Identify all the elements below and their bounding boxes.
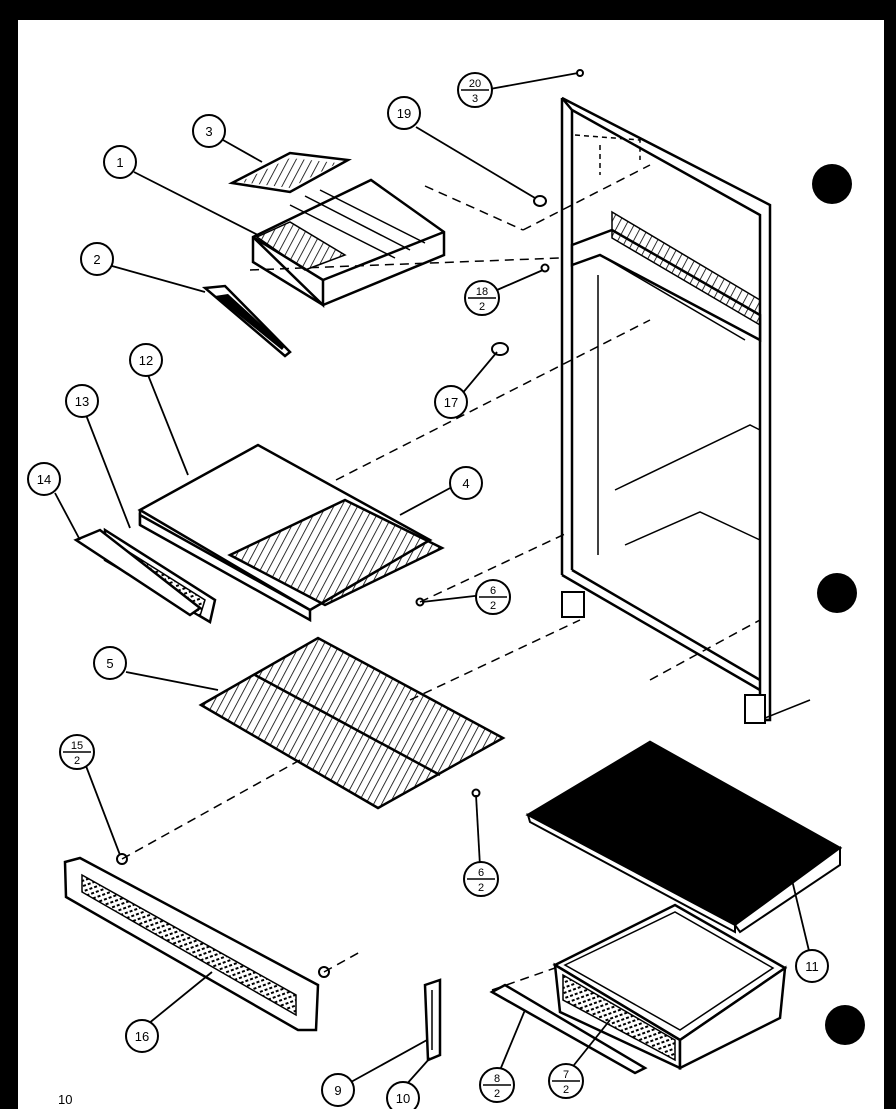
- svg-text:17: 17: [444, 395, 458, 410]
- fraction-callout-7-2: 7 2: [548, 1063, 584, 1099]
- svg-text:6: 6: [490, 585, 496, 597]
- svg-text:9: 9: [334, 1083, 341, 1098]
- fraction-callout-6-2-lower: 6 2: [463, 861, 499, 897]
- svg-text:13: 13: [75, 394, 89, 409]
- cabinet-liner: [560, 96, 811, 724]
- callout-19: 19: [387, 96, 421, 130]
- svg-text:1: 1: [116, 155, 123, 170]
- binder-hole-bottom: [825, 1005, 865, 1045]
- callout-9: 9: [321, 1073, 355, 1107]
- fraction-callout-6-2-upper: 6 2: [475, 579, 511, 615]
- svg-text:6: 6: [478, 867, 484, 879]
- svg-text:2: 2: [478, 882, 484, 894]
- callout-3: 3: [192, 114, 226, 148]
- callout-17: 17: [434, 385, 468, 419]
- screw-18: [540, 263, 550, 273]
- svg-text:14: 14: [37, 472, 51, 487]
- base-grille: [63, 856, 320, 1032]
- svg-text:2: 2: [93, 252, 100, 267]
- svg-text:11: 11: [805, 959, 819, 974]
- fraction-callout-18-2: 18 2: [464, 280, 500, 316]
- callout-2: 2: [80, 242, 114, 276]
- crisper-drawer: [489, 903, 788, 1075]
- plug-19: [533, 195, 547, 207]
- diagram-page: 1 2 3 4 5 9 10 11 12 13 14 16 17 19 20 3…: [18, 20, 884, 1109]
- svg-text:19: 19: [397, 106, 411, 121]
- svg-text:2: 2: [494, 1088, 500, 1100]
- callout-11: 11: [795, 949, 829, 983]
- fraction-callout-20-3: 20 3: [457, 72, 493, 108]
- callout-10: 10: [386, 1081, 420, 1109]
- svg-text:10: 10: [396, 1091, 410, 1106]
- svg-text:5: 5: [106, 656, 113, 671]
- callout-16: 16: [125, 1019, 159, 1053]
- wire-shelf-lower: [198, 636, 506, 810]
- svg-text:15: 15: [71, 740, 83, 752]
- svg-text:16: 16: [135, 1029, 149, 1044]
- svg-text:2: 2: [479, 301, 485, 313]
- callout-13: 13: [65, 384, 99, 418]
- svg-text:2: 2: [490, 600, 496, 612]
- callout-5: 5: [93, 646, 127, 680]
- svg-text:18: 18: [476, 286, 488, 298]
- freezer-shelf-trim: [201, 284, 292, 358]
- svg-text:7: 7: [563, 1069, 569, 1081]
- fraction-callout-8-2: 8 2: [479, 1067, 515, 1103]
- svg-text:12: 12: [139, 353, 153, 368]
- leader-lines: [54, 72, 811, 1087]
- svg-text:2: 2: [74, 755, 80, 767]
- svg-text:2: 2: [563, 1084, 569, 1096]
- svg-text:3: 3: [472, 93, 478, 105]
- page-number: 10: [58, 1092, 73, 1107]
- exploded-parts-diagram: 1 2 3 4 5 9 10 11 12 13 14 16 17 19 20 3…: [27, 69, 865, 1109]
- binder-hole-middle: [817, 573, 857, 613]
- crisper-cover: [525, 740, 843, 934]
- hinge-bracket: [423, 978, 442, 1062]
- binder-hole-top: [812, 164, 852, 204]
- light-bulb-17: [491, 342, 509, 356]
- callout-14: 14: [27, 462, 61, 496]
- svg-text:20: 20: [469, 78, 481, 90]
- callout-12: 12: [129, 343, 163, 377]
- callout-4: 4: [449, 466, 483, 500]
- svg-text:3: 3: [205, 124, 212, 139]
- assembly-dash-lines: [121, 164, 761, 991]
- fraction-callout-15-2: 15 2: [59, 734, 95, 770]
- svg-text:8: 8: [494, 1073, 500, 1085]
- svg-text:4: 4: [462, 476, 469, 491]
- freezer-shelf-bin: [251, 178, 446, 308]
- callout-1: 1: [103, 145, 137, 179]
- ice-cube-tray: [228, 151, 352, 194]
- wire-shelf-upper: [227, 498, 445, 607]
